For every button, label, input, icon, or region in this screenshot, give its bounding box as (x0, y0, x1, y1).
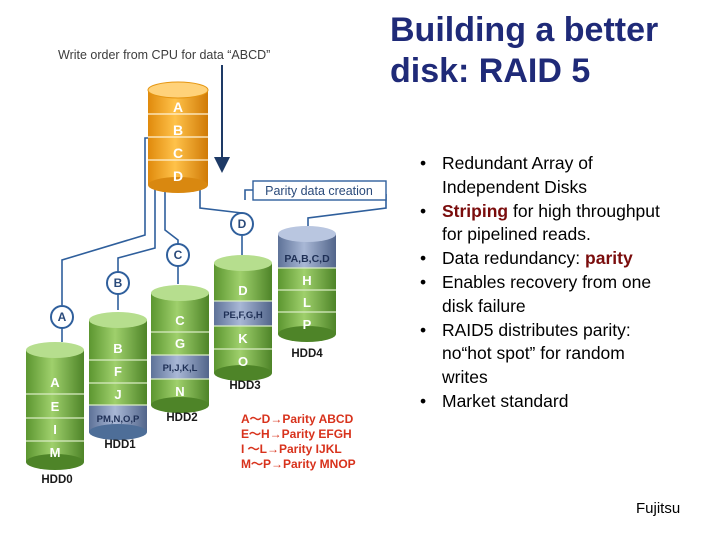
hdd2-label: HDD2 (166, 412, 197, 424)
cpu-block-c: C (173, 145, 183, 161)
title-line-1: Building a better (390, 11, 659, 49)
hdd4-parity-abcd: PA,B,C,D (284, 253, 330, 265)
cpu-block-b: B (173, 122, 183, 138)
data-bubbles: A B C D (50, 212, 254, 329)
legend-parity-mnop: M～P→Parity MNOP (241, 457, 356, 471)
hdd3-block-o: O (238, 354, 248, 369)
bullet-distributed-parity: RAID5 distributes parity: no“hot spot” f… (420, 319, 710, 390)
hdd3-label: HDD3 (229, 380, 260, 392)
diagram-caption: Write order from CPU for data “ABCD” (58, 48, 270, 62)
parity-legend: A～D→Parity ABCD E～H→Parity EFGH I ～L→Par… (241, 412, 356, 471)
bullet-striping: Striping for high throughput for pipelin… (420, 200, 710, 248)
hdd1-label: HDD1 (104, 439, 136, 451)
parity-creation-box: Parity data creation (252, 180, 387, 201)
bullet-raid-definition: Redundant Array of Independent Disks (420, 152, 710, 200)
hdd3-parity-efgh: PE,F,G,H (223, 310, 263, 321)
bubble-a: A (58, 310, 67, 324)
cpu-block-d: D (173, 168, 183, 184)
slide-title: Building a better disk: RAID 5 (390, 10, 715, 92)
bullet-market-standard: Market standard (420, 390, 710, 414)
hdd4-block-l: L (303, 295, 311, 310)
hdd0-block-e: E (51, 399, 60, 414)
legend-parity-efgh: E～H→Parity EFGH (241, 427, 352, 441)
disk-hdd3: D PE,F,G,H K O HDD3 (214, 255, 272, 392)
hdd0-block-a: A (50, 375, 60, 390)
hdd2-block-c: C (175, 313, 185, 328)
title-line-2: disk: RAID 5 (390, 51, 591, 90)
hdd1-parity-mnop: PM,N,O,P (97, 414, 140, 425)
hdd2-block-n: N (175, 384, 184, 399)
hdd1-block-f: F (114, 364, 122, 379)
hdd3-block-d: D (238, 283, 247, 298)
hdd2-parity-ijkl: PI,J,K,L (163, 363, 198, 374)
bubble-b: B (114, 276, 123, 290)
hdd4-block-p: P (303, 317, 312, 332)
hdd0-block-i: I (53, 422, 57, 437)
cpu-data-stack: A B C D (147, 81, 209, 193)
hdd2-block-g: G (175, 336, 185, 351)
bubble-d: D (238, 217, 247, 231)
hdd1-block-j: J (114, 387, 121, 402)
cpu-block-a: A (173, 99, 183, 115)
hdd4-label: HDD4 (291, 348, 323, 360)
hdd4-block-h: H (302, 273, 311, 288)
hdd1-block-b: B (113, 341, 122, 356)
disk-hdd2: C G PI,J,K,L N HDD2 (151, 285, 209, 424)
bullet-list: Redundant Array of Independent Disks Str… (420, 152, 710, 414)
bullet-redundancy: Data redundancy: parity (420, 247, 710, 271)
legend-parity-abcd: A～D→Parity ABCD (241, 412, 354, 426)
bubble-c: C (174, 248, 183, 262)
disk-hdd0: A E I M HDD0 (26, 342, 84, 486)
parity-creation-label: Parity data creation (265, 184, 373, 198)
disk-hdd4: PA,B,C,D H L P HDD4 (278, 226, 336, 360)
disk-hdd1: B F J PM,N,O,P HDD1 (89, 312, 147, 451)
source-credit: Fujitsu (636, 500, 681, 517)
hdd3-block-k: K (238, 331, 248, 346)
bullet-recovery: Enables recovery from one disk failure (420, 271, 710, 319)
hdd0-block-m: M (50, 445, 61, 460)
hdd0-label: HDD0 (41, 474, 72, 486)
legend-parity-ijkl: I ～L→Parity IJKL (241, 442, 342, 456)
